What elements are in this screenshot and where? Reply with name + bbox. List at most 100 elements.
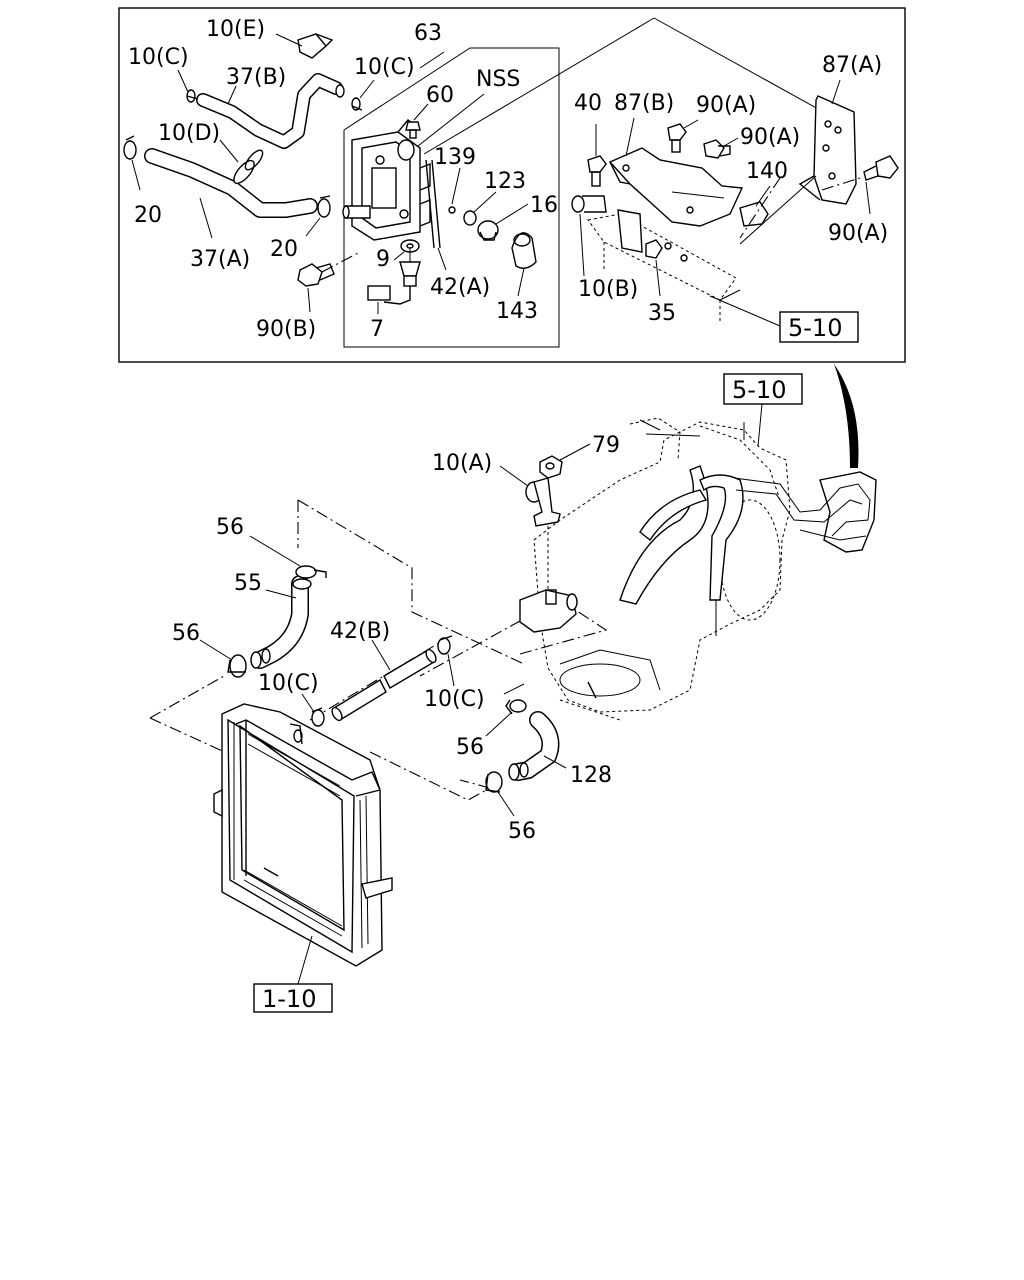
- bolt-60: [405, 121, 421, 139]
- clamp-56-top: [295, 565, 327, 579]
- clamp-20-right: [317, 195, 331, 218]
- pipe-42b: [331, 648, 437, 722]
- washer-139: [448, 206, 456, 214]
- subassembly-box: [343, 47, 560, 348]
- label-20-left: 20: [134, 203, 162, 228]
- leader-139: [451, 167, 461, 205]
- label-56-bottom: 56: [508, 819, 536, 844]
- sensor-7: [367, 248, 421, 305]
- ref-box-engine: [723, 373, 803, 405]
- leader-90b-ref: [321, 251, 361, 273]
- label-90a-mid: 90(A): [740, 125, 800, 150]
- label-42a: 42(A): [430, 275, 490, 300]
- leader-ref-detail: [709, 295, 781, 327]
- hose-55: [250, 575, 312, 669]
- label-90b: 90(B): [256, 317, 316, 342]
- hose-128: [508, 711, 560, 781]
- leader-37b: [227, 85, 237, 105]
- part-140: [739, 201, 769, 227]
- label-55: 55: [234, 571, 262, 596]
- bolt-90a-mid: [703, 139, 731, 159]
- clamp-10c-upper: [351, 97, 363, 111]
- leader-10d: [219, 139, 239, 163]
- leader-20-left: [131, 159, 141, 191]
- engine-outlet: [519, 589, 578, 633]
- hose-37a: [144, 148, 318, 218]
- routing-line-lower: [369, 751, 491, 801]
- label-10a: 10(A): [432, 451, 492, 476]
- label-60: 60: [426, 83, 454, 108]
- leader-123: [473, 191, 497, 213]
- bolt-40: [587, 155, 607, 187]
- inset-dash-3: [821, 177, 861, 191]
- plug-16: [477, 220, 499, 241]
- bracket-87b: [608, 147, 744, 227]
- leader-128: [543, 755, 567, 769]
- detail-label-group: 10(E) 10(C) 37(B) 10(C) 63 NSS 60 10(D) …: [128, 17, 888, 342]
- clip-10e: [297, 33, 334, 59]
- label-20-right: 20: [270, 237, 298, 262]
- ref-label-engine: 5-10: [732, 376, 786, 404]
- leader-143: [517, 267, 525, 297]
- inset-dash-2: [739, 175, 817, 245]
- label-35: 35: [648, 301, 676, 326]
- clamp-20-left: [123, 135, 137, 160]
- label-87b: 87(B): [614, 91, 674, 116]
- leader-79: [559, 443, 591, 461]
- leader-10a: [499, 465, 529, 487]
- clamp-56-bottom: [485, 771, 503, 793]
- leader-37a: [199, 197, 213, 239]
- label-79: 79: [592, 433, 620, 458]
- leader-90a-mid: [723, 137, 739, 147]
- clamp-10c-left-pipe: [311, 707, 325, 727]
- label-10d: 10(D): [158, 121, 220, 146]
- leader-9: [393, 251, 405, 261]
- leader-ref-radiator: [297, 935, 313, 985]
- inset-diagonal-2: [653, 17, 839, 121]
- leader-90a-top: [683, 119, 699, 129]
- label-10c-left-pipe: 10(C): [258, 671, 319, 696]
- label-10e: 10(E): [206, 17, 265, 42]
- radiator: [213, 703, 393, 967]
- leader-63: [419, 51, 445, 69]
- label-140: 140: [746, 159, 788, 184]
- label-37b: 37(B): [226, 65, 286, 90]
- clip-10a: [525, 477, 561, 527]
- nut-35: [645, 239, 663, 259]
- main-label-group: 79 10(A) 56 55 56 42(B) 10(C) 10(C) 56 1…: [172, 433, 620, 844]
- leader-20-right: [305, 217, 321, 237]
- label-90a-top: 90(A): [696, 93, 756, 118]
- clamp-56-left: [227, 654, 247, 678]
- leader-10c-left-pipe: [301, 693, 315, 713]
- inset-diagonal: [423, 17, 655, 155]
- ref-box-detail: [779, 311, 859, 343]
- washer-123: [463, 210, 477, 226]
- clamp-10d: [233, 149, 264, 185]
- leader-35: [655, 259, 661, 297]
- leader-140: [755, 185, 771, 207]
- clamp-10c-right: [437, 635, 453, 655]
- label-87a: 87(A): [822, 53, 882, 78]
- bracket-assembly: [342, 119, 441, 249]
- label-90a-right: 90(A): [828, 221, 888, 246]
- leader-87b: [625, 117, 635, 157]
- label-143: 143: [496, 299, 538, 324]
- leader-10b: [579, 213, 585, 277]
- bolt-90a-right: [863, 155, 899, 181]
- label-139: 139: [434, 145, 476, 170]
- leader-87a: [831, 79, 841, 105]
- label-16: 16: [530, 193, 558, 218]
- leader-10c-upper: [359, 79, 375, 99]
- leader-55: [265, 589, 297, 599]
- label-56-top: 56: [216, 515, 244, 540]
- bolt-90a-top: [667, 123, 687, 153]
- leader-10e: [275, 33, 303, 47]
- label-56-left: 56: [172, 621, 200, 646]
- routing-line-mid: [309, 639, 445, 721]
- leader-56-left: [199, 639, 233, 661]
- ref-label-detail: 5-10: [788, 314, 842, 342]
- frame-rail: [587, 209, 741, 322]
- leader-42a: [437, 247, 447, 271]
- label-56-mid: 56: [456, 735, 484, 760]
